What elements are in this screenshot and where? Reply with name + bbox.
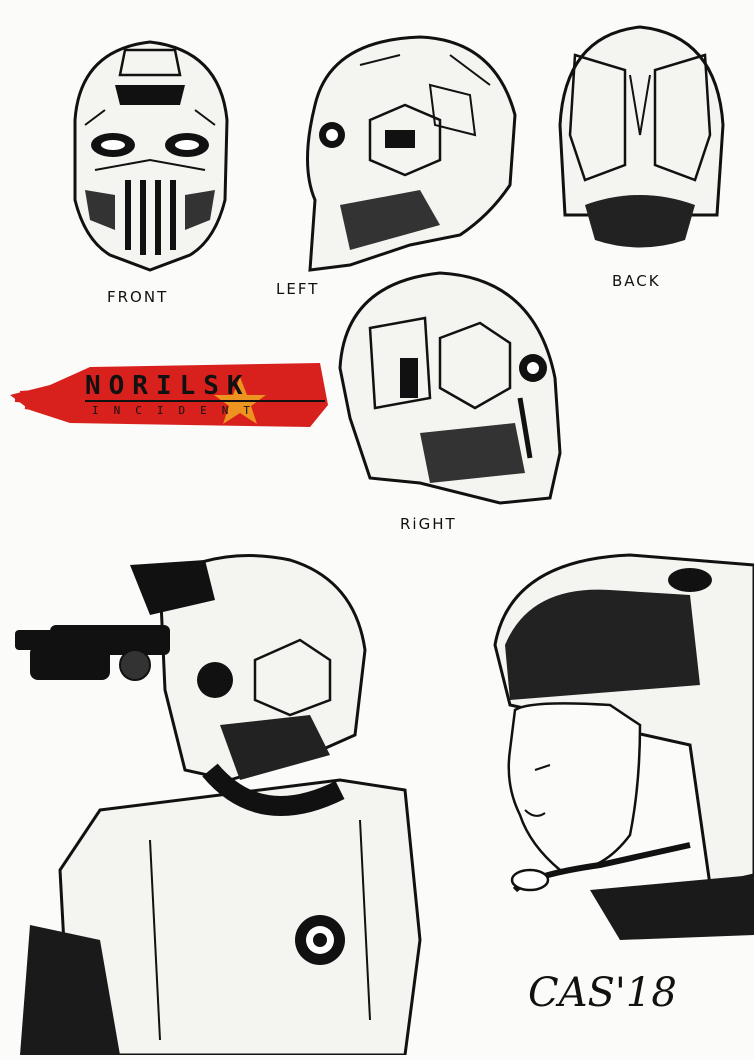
front-label: FRONT <box>107 288 169 306</box>
person-helmet-profile-drawing <box>490 545 754 945</box>
norilsk-incident-logo: NORILSK INCIDENT <box>10 355 330 435</box>
helmet-right-drawing <box>330 258 565 518</box>
logo-title: NORILSK <box>85 371 251 401</box>
helmet-left-drawing <box>290 25 525 280</box>
helmet-back-drawing <box>545 15 735 270</box>
artist-signature: CAS'18 <box>528 970 677 1016</box>
helmet-front-drawing <box>55 30 245 280</box>
soldier-night-vision-drawing <box>10 540 430 1055</box>
left-label: LEFT <box>276 280 320 298</box>
back-label: BACK <box>612 272 661 290</box>
logo-subtitle: INCIDENT <box>92 404 265 417</box>
right-label: RiGHT <box>400 515 457 533</box>
